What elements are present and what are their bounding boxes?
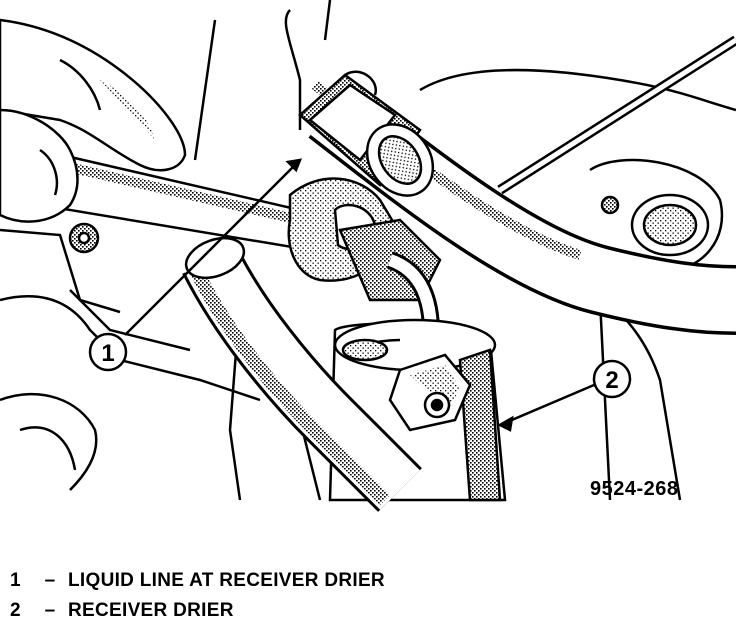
legend-item: 1 – LIQUID LINE AT RECEIVER DRIER	[10, 570, 385, 600]
lower-hose	[182, 236, 422, 512]
callout-2: 2	[592, 359, 632, 399]
legend-number: 2	[10, 600, 21, 621]
drier-hex-nut	[388, 353, 472, 432]
legend-number: 1	[10, 570, 21, 591]
legend: 1 – LIQUID LINE AT RECEIVER DRIER 2 – RE…	[10, 570, 385, 630]
legend-dash: –	[44, 600, 56, 621]
legend-text: LIQUID LINE AT RECEIVER DRIER	[68, 570, 385, 591]
service-illustration: 1 2	[0, 0, 736, 512]
leader-lines	[124, 158, 595, 432]
leader-line-1	[124, 159, 301, 336]
legend-item: 2 – RECEIVER DRIER	[10, 600, 385, 630]
bracket-background	[419, 35, 736, 501]
legend-dash: –	[44, 570, 56, 591]
svg-text:1: 1	[101, 340, 114, 367]
callout-1: 1	[88, 332, 128, 372]
engine-background	[0, 0, 332, 501]
leader-line-2	[499, 383, 595, 427]
svg-text:2: 2	[605, 367, 618, 394]
figure-id: 9524-268	[590, 478, 679, 500]
hose-ferrule	[298, 70, 435, 197]
technician-hand	[0, 18, 187, 223]
legend-text: RECEIVER DRIER	[68, 600, 234, 621]
